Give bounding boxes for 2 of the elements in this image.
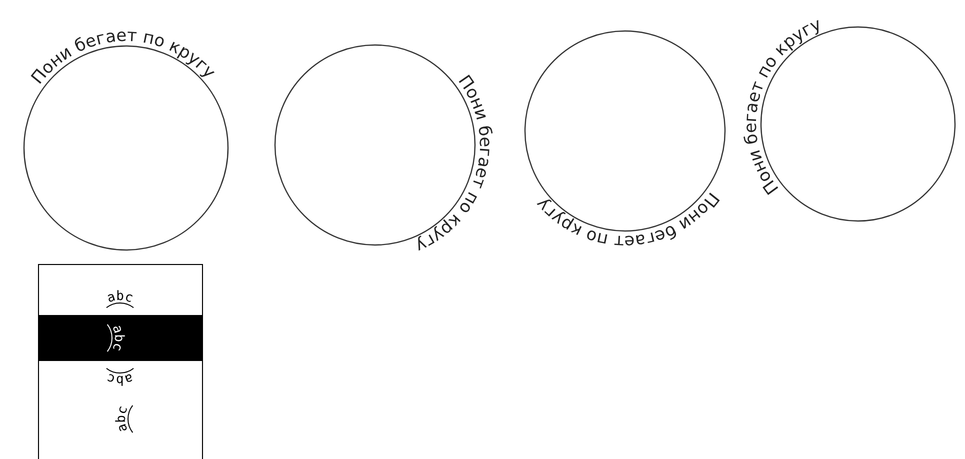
text-on-arc-option: abc bbox=[39, 275, 202, 315]
text-on-arc-option: abc bbox=[39, 361, 202, 401]
